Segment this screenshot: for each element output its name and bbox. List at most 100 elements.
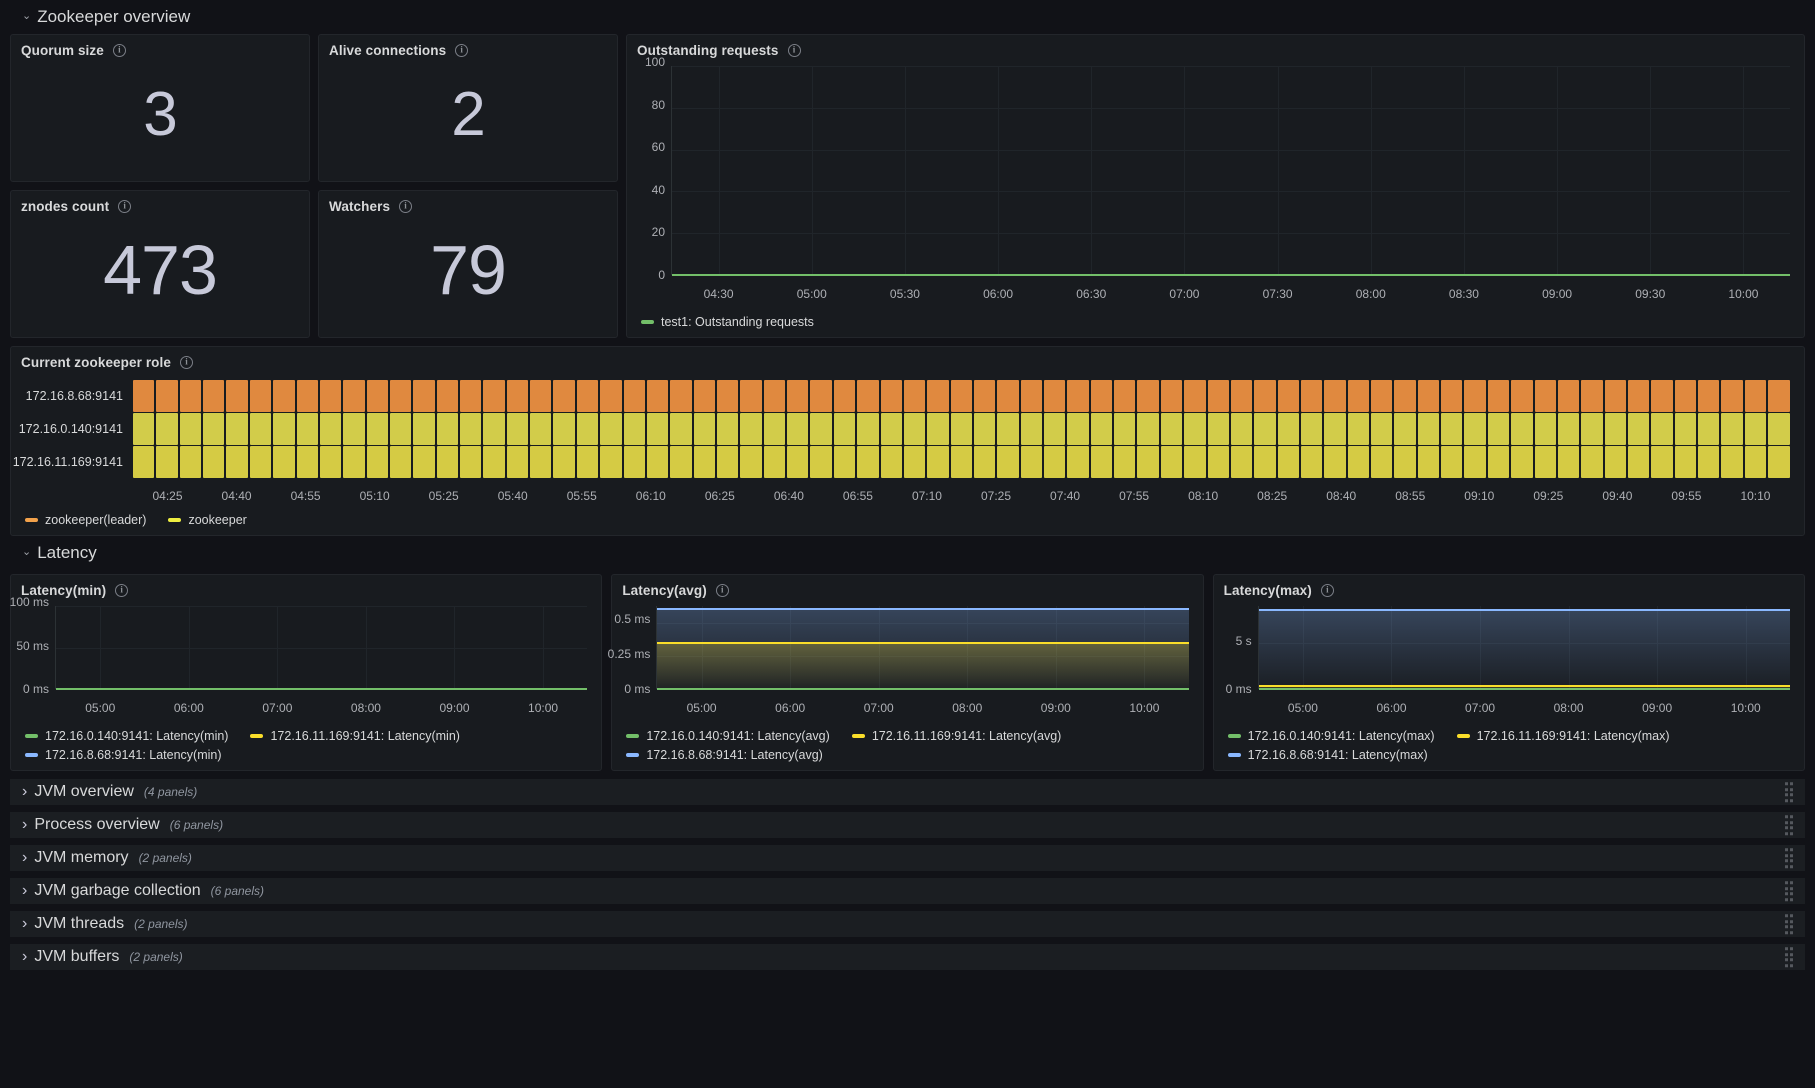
timeline-cell[interactable] [1604, 413, 1626, 446]
timeline-cell[interactable] [810, 446, 832, 479]
timeline-cell[interactable] [226, 446, 248, 479]
timeline-cell[interactable] [763, 446, 786, 479]
timeline-cell[interactable] [366, 413, 388, 446]
timeline-cell[interactable] [763, 380, 786, 413]
drag-handle-icon[interactable] [1784, 815, 1793, 835]
legend-item[interactable]: 172.16.0.140:9141: Latency(max) [1227, 729, 1435, 743]
timeline-cell[interactable] [506, 380, 529, 413]
timeline-cell[interactable] [600, 380, 622, 413]
timeline-cell[interactable] [413, 413, 435, 446]
timeline-cell[interactable] [1487, 446, 1510, 479]
timeline-cell[interactable] [343, 446, 365, 479]
timeline-cell[interactable] [1277, 380, 1299, 413]
timeline-cell[interactable] [1768, 446, 1790, 479]
timeline-cell[interactable] [787, 446, 809, 479]
timeline-cell[interactable] [1557, 446, 1580, 479]
timeline-cell[interactable] [413, 446, 435, 479]
timeline-cell[interactable] [1604, 446, 1626, 479]
timeline-cell[interactable] [1651, 446, 1673, 479]
timeline-cell[interactable] [950, 380, 972, 413]
timeline-cell[interactable] [553, 446, 575, 479]
panel-quorum-size[interactable]: Quorum size 3 [10, 34, 310, 182]
panel-latency-avg[interactable]: Latency(avg) 0 ms0.25 ms0.5 ms 05:0006:0… [608, 574, 1204, 771]
timeline-cell[interactable] [319, 413, 342, 446]
panel-current-zookeeper-role[interactable]: Current zookeeper role 172.16.8.68:91411… [10, 346, 1805, 536]
timeline-cell[interactable] [179, 413, 202, 446]
timeline-cell[interactable] [1674, 446, 1697, 479]
timeline-cell[interactable] [1114, 380, 1136, 413]
row-header-latency[interactable]: Latency [10, 536, 1805, 570]
timeline-cell[interactable] [1744, 380, 1767, 413]
timeline-cell[interactable] [1698, 380, 1720, 413]
timeline-cell[interactable] [460, 413, 482, 446]
timeline-cell[interactable] [973, 380, 996, 413]
legend-item[interactable]: zookeeper [168, 513, 247, 527]
timeline-cell[interactable] [1487, 380, 1510, 413]
timeline-cell[interactable] [1114, 446, 1136, 479]
timeline-cell[interactable] [1581, 446, 1603, 479]
timeline-cell[interactable] [973, 413, 996, 446]
timeline-cell[interactable] [1324, 380, 1346, 413]
timeline-cell[interactable] [389, 446, 412, 479]
timeline-cell[interactable] [1557, 413, 1580, 446]
timeline-cell[interactable] [1628, 413, 1650, 446]
timeline-cell[interactable] [646, 446, 669, 479]
timeline-cell[interactable] [1768, 380, 1790, 413]
timeline-cell[interactable] [1207, 413, 1229, 446]
timeline-cell[interactable] [389, 413, 412, 446]
timeline-cell[interactable] [1674, 413, 1697, 446]
timeline-cell[interactable] [1277, 413, 1299, 446]
timeline-cell[interactable] [179, 380, 202, 413]
timeline-cell[interactable] [156, 413, 178, 446]
timeline-cell[interactable] [857, 380, 879, 413]
timeline-cell[interactable] [553, 413, 575, 446]
timeline-cell[interactable] [1651, 413, 1673, 446]
timeline-cell[interactable] [1277, 446, 1299, 479]
timeline-cell[interactable] [600, 413, 622, 446]
timeline-cell[interactable] [880, 413, 902, 446]
timeline-cell[interactable] [1511, 446, 1533, 479]
timeline-cell[interactable] [1698, 446, 1720, 479]
timeline-cell[interactable] [1160, 380, 1183, 413]
timeline-cell[interactable] [623, 380, 645, 413]
timeline-cell[interactable] [1768, 413, 1790, 446]
timeline-cell[interactable] [857, 446, 879, 479]
timeline-cell[interactable] [740, 380, 762, 413]
panel-watchers[interactable]: Watchers 79 [318, 190, 618, 338]
timeline-cell[interactable] [460, 380, 482, 413]
timeline-cell[interactable] [880, 446, 902, 479]
timeline-cell[interactable] [1067, 413, 1089, 446]
timeline-cell[interactable] [1230, 380, 1253, 413]
timeline-cell[interactable] [319, 446, 342, 479]
timeline-cell[interactable] [1394, 380, 1416, 413]
timeline-cell[interactable] [1721, 413, 1743, 446]
timeline-cell[interactable] [506, 413, 529, 446]
timeline-cell[interactable] [249, 380, 272, 413]
info-icon[interactable] [399, 200, 413, 213]
timeline-cell[interactable] [1020, 446, 1043, 479]
timeline-cell[interactable] [903, 380, 926, 413]
drag-handle-icon[interactable] [1784, 914, 1793, 934]
timeline-cell[interactable] [716, 446, 739, 479]
timeline-cell[interactable] [950, 413, 972, 446]
info-icon[interactable] [715, 584, 729, 597]
timeline-cell[interactable] [646, 413, 669, 446]
timeline-cell[interactable] [997, 413, 1019, 446]
timeline-cell[interactable] [1160, 446, 1183, 479]
timeline-cell[interactable] [833, 380, 856, 413]
timeline-cell[interactable] [600, 446, 622, 479]
timeline-cell[interactable] [273, 380, 295, 413]
timeline-cell[interactable] [1604, 380, 1626, 413]
timeline-cell[interactable] [413, 380, 435, 413]
legend-item[interactable]: test1: Outstanding requests [641, 315, 814, 329]
timeline-cell[interactable] [343, 380, 365, 413]
timeline-cell[interactable] [483, 380, 505, 413]
panel-znodes-count[interactable]: znodes count 473 [10, 190, 310, 338]
timeline-cell[interactable] [716, 413, 739, 446]
drag-handle-icon[interactable] [1784, 782, 1793, 802]
timeline-cell[interactable] [1230, 413, 1253, 446]
timeline-cell[interactable] [1324, 413, 1346, 446]
timeline-cell[interactable] [1137, 446, 1159, 479]
timeline-cell[interactable] [1044, 413, 1066, 446]
